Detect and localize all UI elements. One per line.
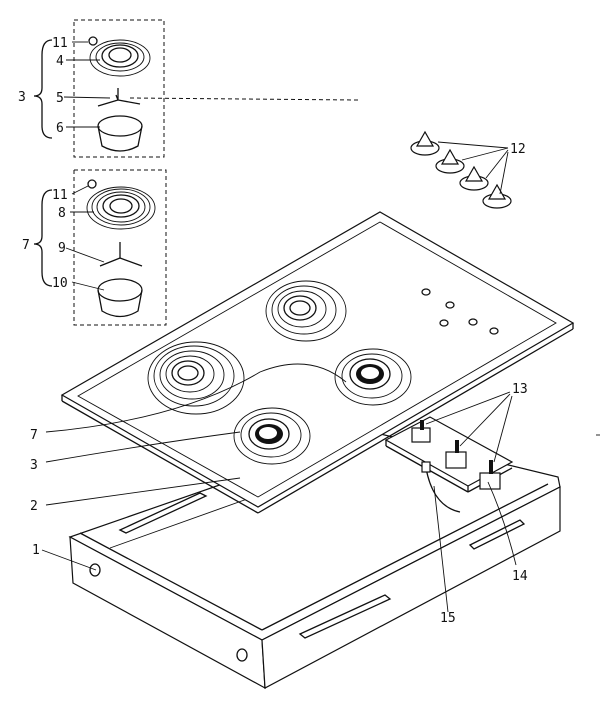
callout-12: 12: [510, 142, 526, 157]
callout-13: 13: [512, 382, 528, 397]
callout-15: 15: [440, 611, 456, 626]
callout-3-top: 3: [18, 90, 26, 105]
callout-5: 5: [56, 91, 64, 106]
infinite-switches: [411, 420, 501, 490]
large-drip-bowl: [97, 278, 143, 318]
callout-6: 6: [56, 121, 64, 136]
callout-9: 9: [58, 241, 66, 256]
burner-front: [233, 407, 311, 465]
leaders-left-bottom: [41, 363, 347, 571]
leaders-12: [437, 141, 509, 195]
callout-10: 10: [52, 276, 68, 291]
knob-holes: [421, 288, 499, 335]
large-surface-element: [86, 179, 156, 230]
callout-14: 14: [512, 569, 528, 584]
burner-right: [334, 348, 412, 406]
large-element-support: [99, 242, 143, 267]
callout-11a: 11: [52, 36, 68, 51]
glass-top: [60, 211, 575, 514]
leaders-top-left: [63, 41, 359, 291]
leader-14: [487, 481, 517, 566]
burner-rear-small: [265, 280, 347, 342]
small-surface-element: [88, 36, 151, 77]
callout-2: 2: [30, 499, 38, 514]
callout-11b: 11: [52, 188, 68, 203]
control-knobs: [410, 130, 512, 209]
small-element-box: [73, 19, 165, 158]
base-pan: [68, 431, 561, 690]
callout-4: 4: [56, 54, 64, 69]
burner-left-large: [147, 341, 245, 415]
callout-8: 8: [58, 206, 66, 221]
large-element-box: [73, 169, 167, 326]
callout-3: 3: [30, 458, 38, 473]
small-element-support: [97, 88, 141, 107]
callout-1: 1: [32, 543, 40, 558]
small-drip-bowl: [97, 115, 143, 152]
brace-3: [33, 39, 53, 139]
callout-7-top: 7: [22, 238, 30, 253]
leaders-13: [425, 391, 513, 463]
power-cord: [425, 467, 461, 513]
leader-15: [433, 485, 449, 613]
cord-plug: [421, 461, 431, 473]
brace-7: [33, 189, 53, 287]
callout-labels: 11 4 3 5 6 11 8 7 9 10 12 13 7 3 2 1 14 …: [18, 36, 528, 626]
callout-7: 7: [30, 428, 38, 443]
